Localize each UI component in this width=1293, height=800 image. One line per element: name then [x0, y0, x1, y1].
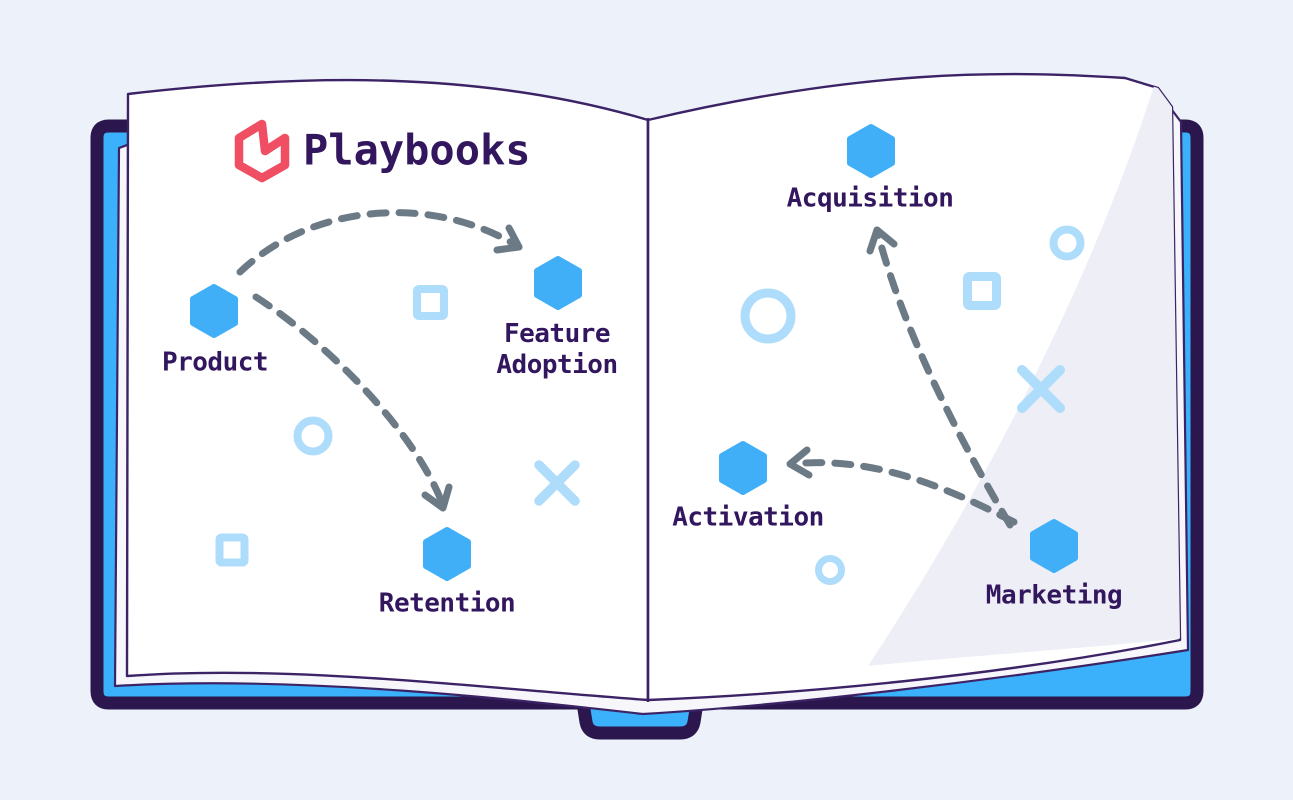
circle-icon	[740, 288, 796, 344]
node-label-product: Product	[161, 347, 269, 378]
node-label-marketing: Marketing	[985, 580, 1123, 611]
hexagon-icon-acquisition	[847, 124, 895, 178]
circle-icon	[293, 416, 333, 456]
logo-wordmark: Playbooks	[303, 125, 531, 175]
node-label-activation: Activation	[672, 502, 824, 533]
x-mark-icon	[1017, 365, 1065, 413]
arrow-product-to-retention	[252, 293, 453, 512]
hexagon-icon-retention	[423, 527, 471, 581]
hexagon-icon-product	[190, 284, 238, 338]
circle-icon	[1049, 225, 1085, 261]
page-curl-shade	[868, 84, 1180, 666]
square-icon	[963, 272, 1001, 310]
node-label-feature-adoption: Feature Adoption	[496, 319, 618, 380]
x-mark-icon	[534, 460, 580, 506]
hexagon-icon-feature-adoption	[534, 256, 582, 310]
square-icon	[215, 533, 249, 567]
hexagon-icon-activation	[719, 441, 767, 495]
square-icon	[413, 285, 448, 320]
node-label-acquisition: Acquisition	[786, 183, 954, 214]
node-label-retention: Retention	[378, 588, 516, 619]
arrow-product-to-feature-adoption	[236, 209, 523, 276]
hexagon-icon-marketing	[1030, 519, 1078, 573]
arrow-marketing-to-acquisition	[866, 226, 1014, 529]
arrow-marketing-to-activation	[786, 446, 1018, 526]
hexagon-flag-icon	[234, 119, 290, 183]
circle-icon	[815, 555, 845, 585]
